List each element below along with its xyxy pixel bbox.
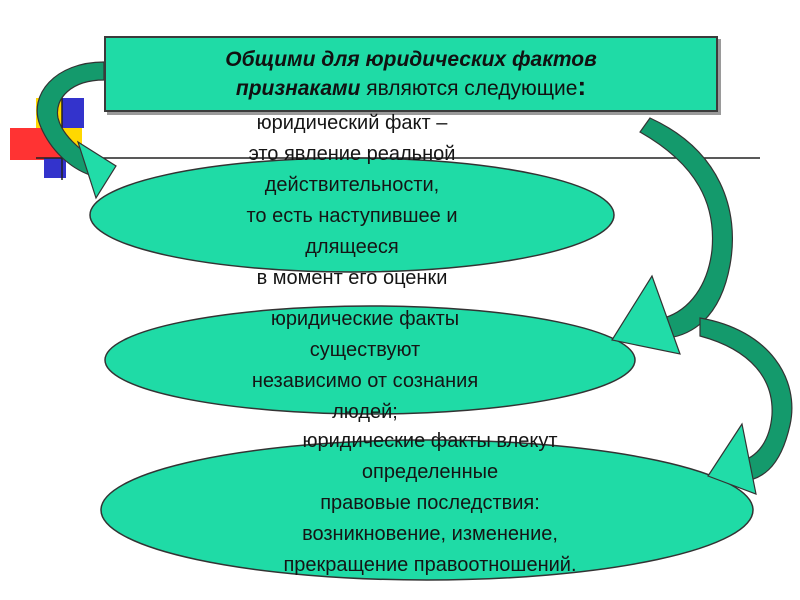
- title-part2-rest: являются следующие: [360, 76, 578, 100]
- ellipse-3-line: определенные: [361, 461, 499, 483]
- ellipse-3-shape: [100, 439, 754, 581]
- ellipse-1-text: юридический факт – это явление реальной …: [182, 108, 522, 294]
- ellipse-1-line: это явление реальной: [248, 143, 456, 165]
- ellipse-1-line: юридический факт –: [256, 112, 448, 134]
- curved-arrow-icon: [699, 317, 793, 495]
- ellipse-2-line: существуют: [309, 339, 421, 361]
- title-line-2: признаками являются следующие:: [236, 73, 586, 102]
- arrow-right-2-head: [707, 422, 757, 495]
- ellipse-2-shape: [104, 305, 636, 415]
- ellipse-2-line: юридические факты: [270, 308, 460, 330]
- ellipse-2-line: людей;: [332, 401, 398, 423]
- ellipse-3-text: юридические факты влекут определенные пр…: [220, 426, 640, 581]
- ellipse-3-line: прекращение правоотношений.: [283, 554, 577, 576]
- ellipse-2-line: независимо от сознания: [251, 370, 479, 392]
- title-line-1: Общими для юридических фактов: [225, 47, 597, 73]
- ellipse-1-line: в момент его оценки: [256, 267, 448, 289]
- ellipse-1-line: действительности,: [264, 174, 440, 196]
- ellipse-1-line: длящееся: [305, 236, 399, 258]
- title-box: Общими для юридических фактов признаками…: [104, 36, 718, 112]
- arrow-left-head: [76, 140, 117, 200]
- decor-square-blue: [62, 98, 84, 128]
- curved-arrow-icon: [611, 117, 733, 355]
- curved-arrow-icon: [36, 61, 117, 200]
- ellipse-3-line: юридические факты влекут: [302, 430, 558, 452]
- ellipse-3-line: правовые последствия:: [320, 492, 540, 514]
- arrow-right-1-head: [611, 274, 681, 355]
- title-part1: Общими для юридических фактов: [225, 47, 597, 71]
- ellipse-1-shape: [89, 157, 615, 273]
- decor-square-blue-2: [44, 158, 66, 178]
- title-colon: :: [577, 70, 587, 101]
- ellipse-1-line: то есть наступившее и: [246, 205, 458, 227]
- ellipse-2-text: юридические факты существуют независимо …: [190, 304, 540, 428]
- title-part2-bold: признаками: [235, 76, 361, 100]
- ellipse-3-line: возникновение, изменение,: [302, 523, 558, 545]
